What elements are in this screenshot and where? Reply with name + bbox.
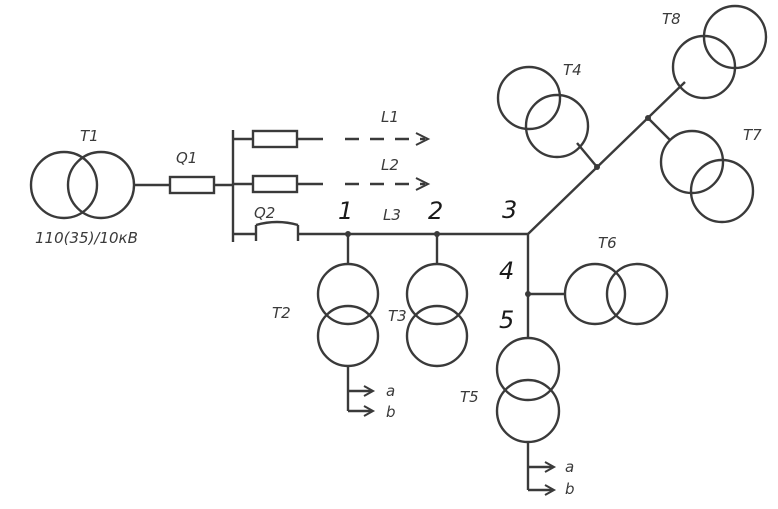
label-q2: Q2 [254, 204, 275, 222]
tap-t7 [647, 117, 671, 141]
transformer-t5 [495, 336, 561, 444]
label-t5-a: a [565, 458, 574, 476]
transformer-t2 [316, 262, 380, 368]
label-l3: L3 [383, 206, 401, 224]
node-3-label: 3 [502, 196, 517, 224]
transformer-t3 [405, 262, 469, 368]
label-t2: T2 [272, 304, 291, 322]
label-t7: T7 [743, 126, 762, 144]
arrow-t2-a [363, 385, 376, 397]
t1-secondary-winding [66, 150, 136, 220]
label-l1: L1 [381, 108, 399, 126]
label-t8: T8 [662, 10, 681, 28]
fuse-l2 [251, 174, 299, 194]
transformer-t7 [659, 129, 755, 224]
transformer-t6 [563, 262, 669, 326]
arrow-l1 [415, 132, 431, 146]
label-t1: T1 [80, 127, 99, 145]
label-q1: Q1 [176, 149, 197, 167]
label-t2-a: a [386, 382, 395, 400]
label-t2-b: b [386, 403, 396, 421]
arrow-l2 [415, 177, 431, 191]
label-t4: T4 [563, 61, 582, 79]
transformer-t4 [496, 65, 590, 159]
transformer-t8 [671, 4, 768, 100]
arrow-t2-b [363, 405, 376, 417]
label-t1-voltage: 110(35)/10кВ [35, 229, 138, 247]
feeder-l1 [233, 129, 431, 149]
feeder-l2 [233, 174, 431, 194]
label-l2: L2 [381, 156, 399, 174]
arrow-t5-b [544, 484, 557, 496]
t1-primary-winding [29, 150, 99, 220]
node-2-label: 2 [428, 197, 443, 225]
label-t3: T3 [388, 307, 407, 325]
label-t5-b: b [565, 480, 575, 498]
node-1-label: 1 [338, 197, 353, 225]
fuse-l1 [251, 129, 299, 149]
branch-northeast [527, 81, 686, 235]
transformer-t1 [29, 150, 136, 220]
arrow-t5-a [544, 461, 557, 473]
switch-q2 [233, 220, 300, 241]
label-t6: T6 [598, 234, 617, 252]
switch-q1 [168, 175, 216, 195]
node-4-label: 4 [499, 257, 514, 285]
node-5-label: 5 [499, 306, 514, 334]
label-t5: T5 [460, 388, 479, 406]
